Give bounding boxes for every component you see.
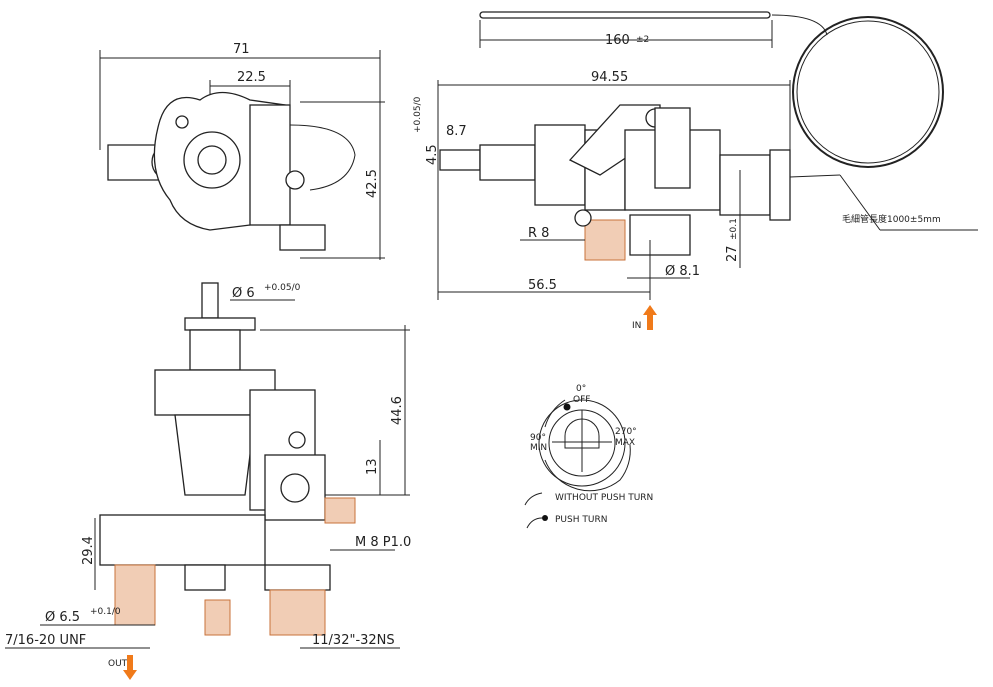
legend-without-push: WITHOUT PUSH TURN (555, 493, 653, 503)
dim-capillary: 160 (605, 33, 630, 48)
dim-offset: 13 (365, 458, 380, 475)
dim-shaft-tol: +0.05/0 (264, 283, 301, 293)
inlet-arrow-icon (643, 305, 657, 330)
dim-inlet-dia: Ø 8.1 (665, 264, 700, 279)
dim-height-tol: ±0.1 (729, 218, 739, 240)
dim-shaft-dia: 4.5 (425, 144, 440, 165)
dim-shaft-tol: +0.05/0 (413, 96, 423, 133)
capillary-bulb: 160 ±2 (479, 11, 944, 168)
side-view: 94.55 4.5 +0.05/0 8.7 R 8 27 ±0.1 Ø 8.1 … (413, 70, 978, 331)
push-arrow-icon (526, 517, 543, 529)
dim-height: 44.6 (390, 396, 405, 425)
legend-push: PUSH TURN (555, 515, 607, 525)
top-view: 71 22.5 42.5 (99, 42, 385, 260)
dim-height: 42.5 (365, 169, 380, 198)
dial-max-label: MAX (615, 438, 635, 448)
capillary-note: 毛細管長度1000±5mm (842, 213, 941, 225)
dim-height: 27 (725, 245, 740, 262)
dim-width: 71 (233, 42, 250, 57)
dial-off-angle: 0° (576, 384, 586, 394)
without-push-arrow-icon (524, 492, 543, 506)
dial-off-label: OFF (573, 395, 590, 405)
dim-capillary-tol: ±2 (636, 35, 649, 45)
dim-shaft-len: 8.7 (446, 124, 467, 139)
front-view: Ø 6 +0.05/0 44.6 13 M 8 P1.0 29.4 Ø 6.5 … (5, 282, 411, 680)
dial-diagram: 0° OFF 90° MIN 270° MAX WITHOUT PUSH TUR… (524, 384, 653, 529)
dial-max-angle: 270° (615, 427, 637, 437)
dim-shaft-dia: Ø 6 (232, 286, 255, 301)
thread-m8: M 8 P1.0 (355, 535, 411, 550)
out-label: OUT (108, 659, 128, 669)
thread-pilot: 11/32"-32NS (312, 633, 395, 648)
dim-radius: R 8 (528, 226, 549, 241)
dial-min-label: MIN (530, 443, 547, 453)
dim-overall: 94.55 (591, 70, 628, 85)
dial-min-angle: 90° (530, 433, 546, 443)
dim-offset: 22.5 (237, 70, 266, 85)
dim-outlet-tol: +0.1/0 (90, 607, 121, 617)
dim-outlet-dia: Ø 6.5 (45, 610, 80, 625)
dim-inlet-pos: 56.5 (528, 278, 557, 293)
in-label: IN (632, 321, 641, 331)
outlet-arrow-icon (123, 655, 137, 680)
dim-outlet-height: 29.4 (81, 536, 96, 565)
thread-outlet: 7/16-20 UNF (5, 633, 86, 648)
